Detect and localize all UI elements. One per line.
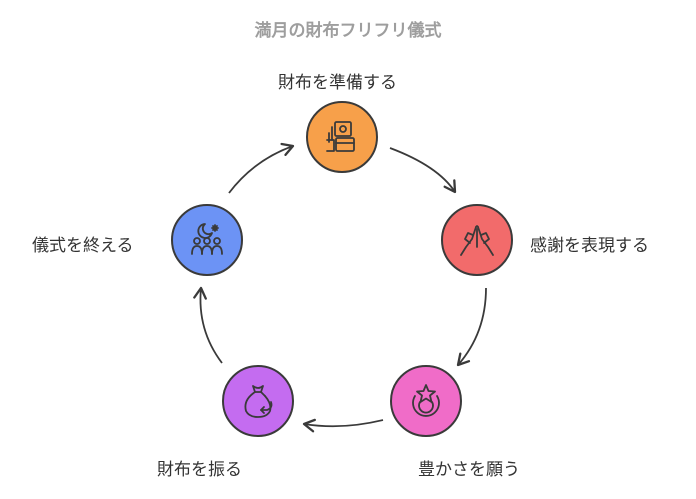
arrow-step5-to-step1 — [228, 142, 295, 194]
step-node-finish-ritual — [171, 204, 243, 276]
step-label-prepare-wallet: 財布を準備する — [278, 73, 397, 93]
step-label-wish-abundance: 豊かさを願う — [418, 460, 520, 480]
step-label-shake-wallet: 財布を振る — [157, 460, 242, 480]
wallet-cash-icon — [326, 121, 355, 152]
praying-hands-icon — [460, 225, 494, 256]
step-node-wish-abundance — [390, 365, 462, 437]
step-node-shake-wallet — [222, 365, 294, 437]
moon-group-icon — [191, 223, 223, 255]
arrow-step3-to-step4 — [302, 418, 384, 433]
arrow-step2-to-step3 — [456, 287, 487, 367]
step-node-express-gratitude — [441, 204, 513, 276]
arrow-step4-to-step5 — [193, 286, 223, 364]
money-bag-shake-icon — [244, 385, 273, 418]
arrow-step1-to-step2 — [389, 147, 457, 194]
step-node-prepare-wallet — [306, 101, 378, 173]
step-label-finish-ritual: 儀式を終える — [32, 236, 134, 256]
star-crescent-icon — [412, 384, 440, 417]
step-label-express-gratitude: 感謝を表現する — [530, 236, 649, 256]
diagram-title: 満月の財布フリフリ儀式 — [254, 21, 442, 41]
